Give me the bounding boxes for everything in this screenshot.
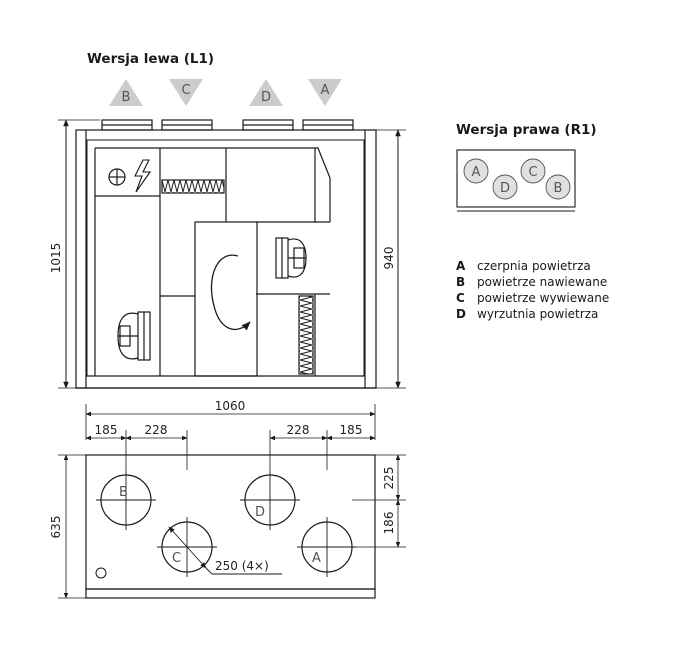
dim-total-width: 1060 <box>215 399 246 413</box>
diameter-leader <box>168 526 207 569</box>
power-connector-icon <box>108 168 126 186</box>
port-label: A <box>321 83 330 98</box>
svg-text:B: B <box>456 275 465 289</box>
horizontal-dimensions <box>85 404 376 470</box>
filter-icon <box>298 295 314 375</box>
svg-text:wyrzutnia powietrza: wyrzutnia powietrza <box>477 307 598 321</box>
dim-left-offset-1: 185 <box>95 423 118 437</box>
dim-plan-right-1: 225 <box>382 467 396 490</box>
lightning-icon <box>134 159 152 193</box>
right-port-label: D <box>500 181 510 196</box>
port-label: C <box>181 83 190 98</box>
dim-height-outer: 1015 <box>49 119 100 389</box>
svg-text:1015: 1015 <box>49 243 63 274</box>
legend: A czerpnia powietrza B powietrze nawiewa… <box>456 259 609 321</box>
plan-port-label: D <box>255 505 265 520</box>
right-port-label: B <box>554 181 563 196</box>
port-marker-4: A <box>308 79 342 106</box>
svg-text:powietrze nawiewane: powietrze nawiewane <box>477 275 607 289</box>
legend-item: D wyrzutnia powietrza <box>456 307 598 321</box>
dim-right-offset-1: 185 <box>340 423 363 437</box>
right-port-label: A <box>472 165 481 180</box>
svg-text:powietrze wywiewane: powietrze wywiewane <box>477 291 609 305</box>
dim-duct-diameter: 250 (4×) <box>215 559 269 573</box>
svg-text:czerpnia powietrza: czerpnia powietrza <box>477 259 591 273</box>
svg-text:A: A <box>456 259 466 273</box>
rotary-heat-exchanger-icon <box>194 221 258 377</box>
plan-view <box>85 454 376 599</box>
dim-height-inner: 940 <box>376 129 406 389</box>
dim-right-offset-2: 228 <box>287 423 310 437</box>
elevation-drawing <box>75 119 377 389</box>
svg-text:D: D <box>456 307 466 321</box>
port-marker-3: D <box>249 79 283 106</box>
port-marker-2: C <box>169 79 203 106</box>
port-label: B <box>122 90 131 105</box>
fan-icon <box>275 237 307 279</box>
plan-port-label: B <box>119 485 128 500</box>
svg-text:940: 940 <box>382 247 396 270</box>
right-version-title: Wersja prawa (R1) <box>456 122 597 138</box>
fan-icon <box>117 311 151 361</box>
plan-port-label: C <box>172 551 181 566</box>
port-marker-1: B <box>109 79 143 106</box>
plan-vertical-dimensions <box>58 454 406 599</box>
right-version-plan: A D C B <box>456 149 576 212</box>
plan-base <box>85 588 376 599</box>
legend-item: A czerpnia powietrza <box>456 259 591 273</box>
rotation-arrow-icon <box>210 254 251 331</box>
dim-left-offset-2: 228 <box>145 423 168 437</box>
plan-port-label: A <box>312 551 321 566</box>
port-markers: B C D A <box>109 79 342 106</box>
dim-plan-right-2: 186 <box>382 512 396 535</box>
filter-icon <box>161 179 225 194</box>
dim-plan-depth: 635 <box>49 516 63 539</box>
svg-text:C: C <box>456 291 465 305</box>
port-label: D <box>261 90 271 105</box>
right-port-label: C <box>528 165 537 180</box>
legend-item: C powietrze wywiewane <box>456 291 609 305</box>
left-version-title: Wersja lewa (L1) <box>87 51 214 67</box>
drain-hole-icon <box>95 567 107 579</box>
legend-item: B powietrze nawiewane <box>456 275 607 289</box>
